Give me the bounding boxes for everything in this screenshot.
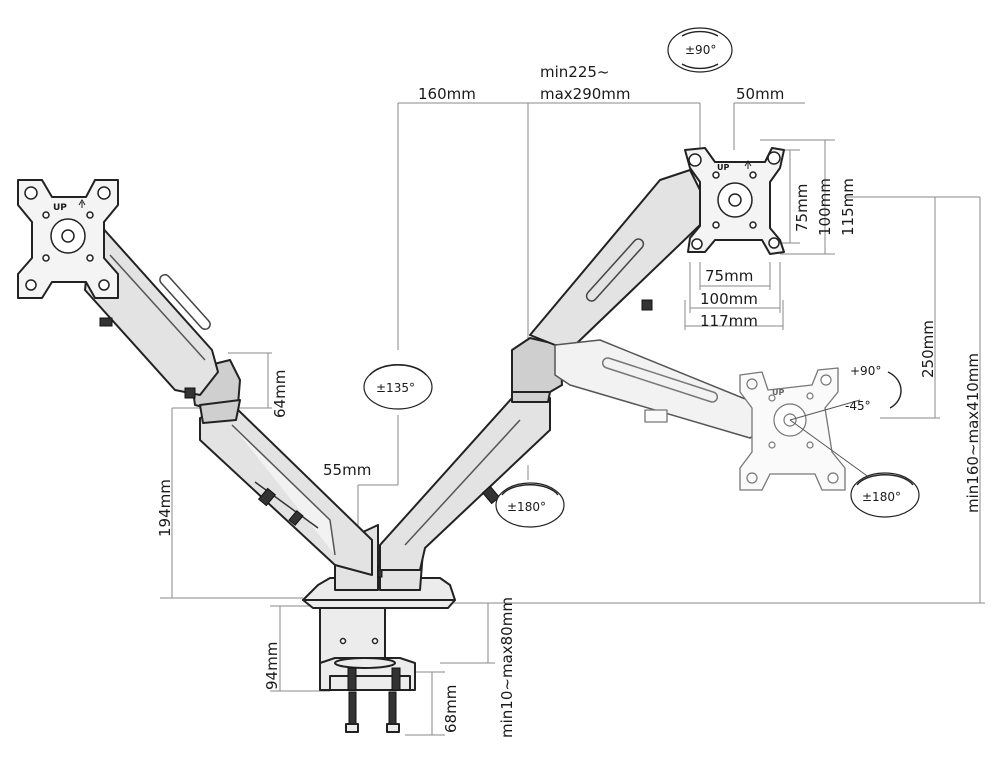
dim-160: 160mm (418, 85, 476, 103)
tilt-plus-90-label: +90° (850, 364, 881, 378)
swivel-135-label: ±135° (376, 381, 415, 395)
dim-94: 94mm (263, 642, 281, 690)
right-lower-arm (379, 397, 551, 571)
right-plate-up-label: UP (717, 163, 729, 172)
dim-v75: 75mm (793, 184, 811, 232)
right-upper-arm-swing (554, 339, 771, 439)
dim-tall: min160~max410mm (964, 353, 982, 513)
dim-v100: 100mm (816, 178, 834, 236)
left-plate-up-label: UP (53, 203, 67, 213)
left-upper-arm (84, 224, 219, 399)
dim-194: 194mm (156, 479, 174, 537)
dim-min225: min225~ (540, 63, 610, 81)
right-upper-arm (529, 169, 706, 346)
dim-max290: max290mm (540, 85, 631, 103)
right-joint (511, 337, 563, 403)
dim-250: 250mm (919, 320, 937, 378)
left-lower-arm (199, 404, 373, 576)
dim-v115: 115mm (839, 178, 857, 236)
dim-desk: min10~max80mm (498, 597, 516, 738)
dim-64: 64mm (271, 370, 289, 418)
right-vesa-plate: UP (684, 147, 785, 255)
tilt-angle-label: ±90° (685, 43, 716, 57)
dimension-labels: 160mm min225~ max290mm 50mm 75mm 100mm 1… (156, 63, 982, 738)
dim-h75: 75mm (705, 267, 753, 285)
dim-55: 55mm (323, 461, 371, 479)
dim-h117: 117mm (700, 312, 758, 330)
left-vesa-plate: UP (17, 179, 119, 299)
faded-plate-up-label: UP (772, 388, 784, 397)
dimension-lines (160, 102, 985, 736)
angle-indicators: ±90° ±135° ±180° +90° -45° ±180° (363, 27, 920, 528)
swivel-180-label: ±180° (507, 500, 546, 514)
tilt-minus-45-label: -45° (845, 399, 871, 413)
dim-68: 68mm (442, 685, 460, 733)
dim-50: 50mm (736, 85, 784, 103)
dim-h100: 100mm (700, 290, 758, 308)
rotate-180-label: ±180° (862, 490, 901, 504)
right-vesa-plate-rotated: UP (739, 367, 871, 491)
